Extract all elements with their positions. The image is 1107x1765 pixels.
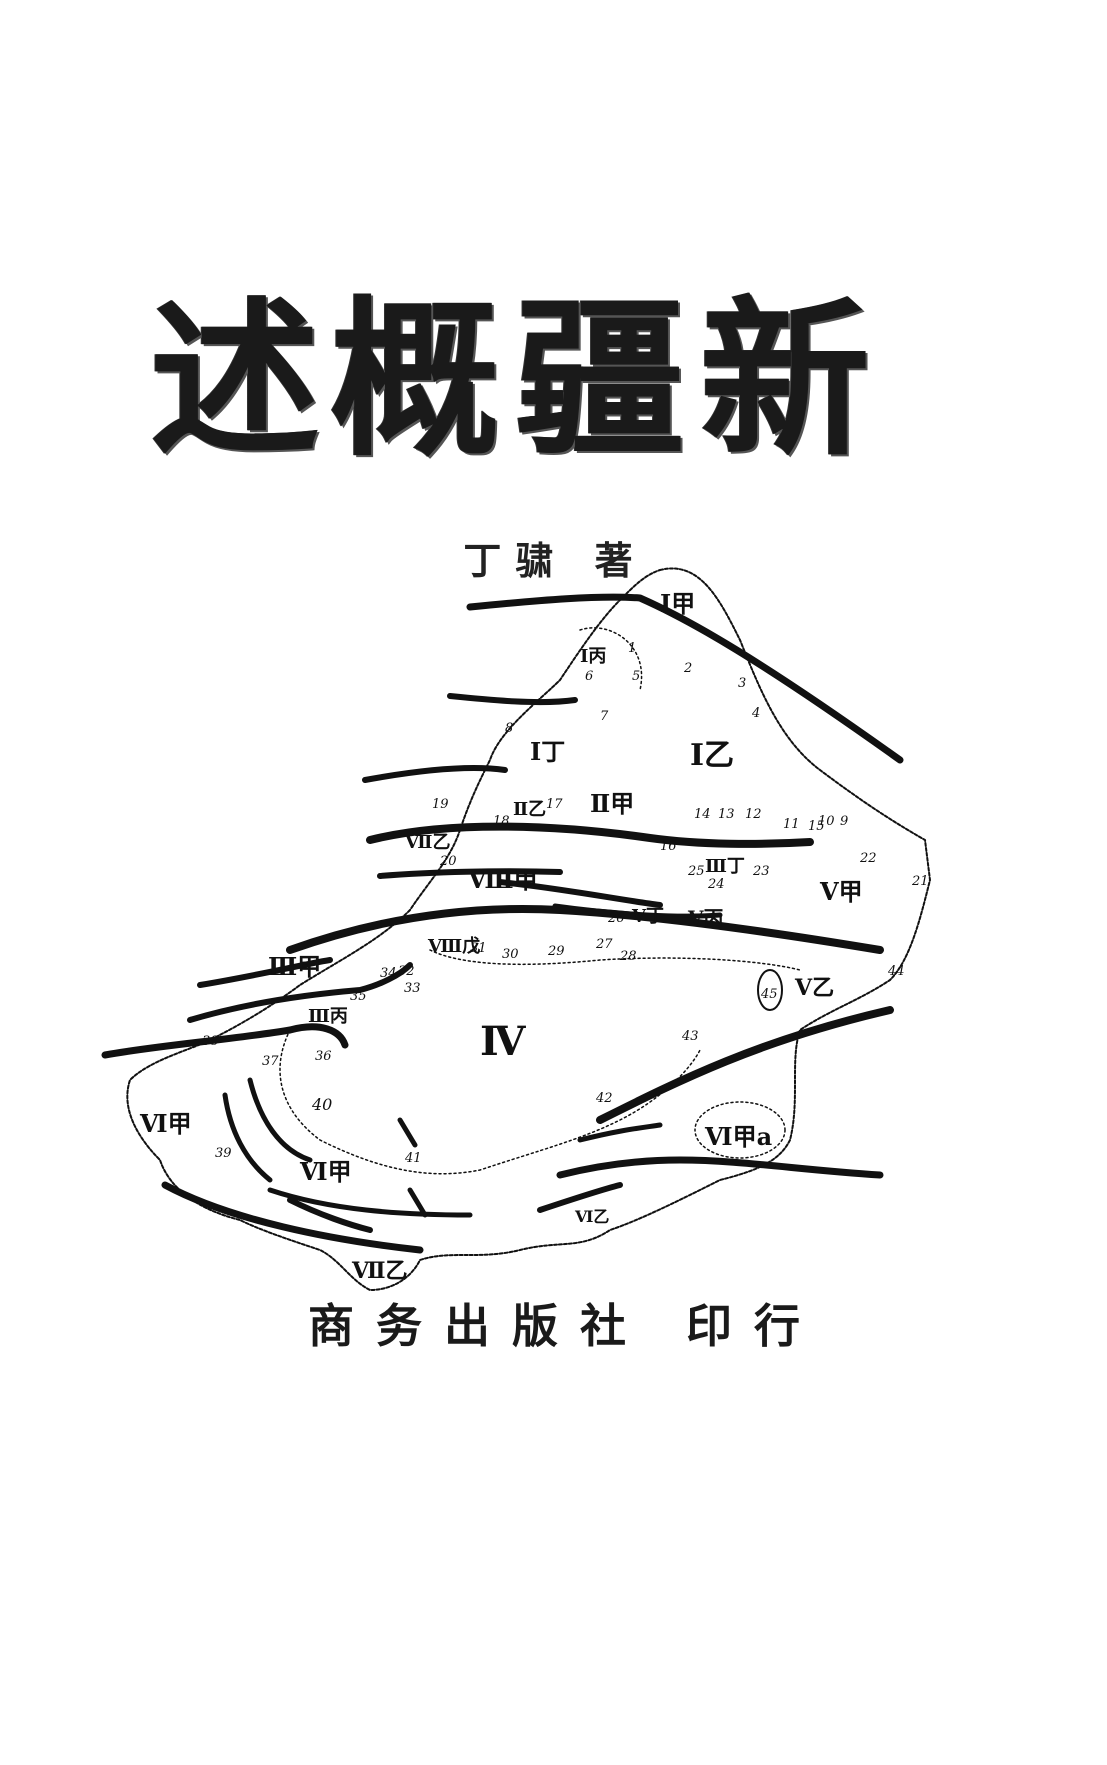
title-char-1: 新 — [700, 280, 871, 480]
station-number: 13 — [718, 807, 735, 822]
station-number: 2 — [683, 661, 692, 676]
station-number: 7 — [600, 709, 609, 724]
station-number: 30 — [502, 947, 519, 962]
station-number: 6 — [585, 669, 593, 684]
station-number: 10 — [818, 814, 835, 829]
station-number: 19 — [432, 797, 449, 812]
station-number: 35 — [350, 989, 367, 1004]
station-number: 9 — [840, 814, 848, 829]
station-number: 21 — [911, 874, 929, 889]
station-number: 15 — [808, 819, 825, 834]
station-number: 1 — [628, 641, 636, 656]
region-label: Ⅷ甲 — [467, 865, 538, 894]
region-label: Ⅶ乙 — [404, 832, 450, 853]
station-number: 25 — [687, 864, 705, 879]
region-label: Ⅵ甲 — [299, 1157, 352, 1186]
station-number: 27 — [595, 937, 613, 952]
station-number: 32 — [398, 964, 415, 979]
region-label: Ⅰ甲 — [660, 589, 695, 618]
station-number: 43 — [681, 1029, 699, 1044]
region-label: Ⅳ — [480, 1018, 526, 1065]
station-number: 37 — [262, 1054, 279, 1069]
station-number: 36 — [315, 1049, 332, 1064]
station-number: 41 — [404, 1151, 422, 1166]
station-number: 11 — [783, 817, 800, 832]
station-number: 12 — [745, 807, 762, 822]
station-number: 34 — [380, 966, 397, 981]
region-label: Ⅶ乙 — [351, 1258, 408, 1284]
station-number: 17 — [546, 797, 563, 812]
station-number: 14 — [694, 807, 711, 822]
station-number: 16 — [660, 839, 677, 854]
station-number: 40 — [311, 1095, 332, 1114]
station-number: 8 — [505, 721, 513, 736]
region-label: Ⅲ丙 — [308, 1006, 348, 1027]
region-label: Ⅵ甲a — [704, 1122, 772, 1151]
title-char-2: 疆 — [515, 280, 686, 480]
station-number: 44 — [887, 964, 905, 979]
station-number: 28 — [619, 949, 637, 964]
region-label: Ⅵ乙 — [574, 1207, 609, 1226]
station-number: 33 — [404, 981, 421, 996]
station-number: 39 — [215, 1146, 232, 1161]
title-char-4: 述 — [150, 280, 321, 480]
region-label: Ⅱ乙 — [513, 799, 546, 820]
station-number: 24 — [707, 877, 725, 892]
station-number: 45 — [760, 987, 778, 1002]
station-number: 22 — [859, 851, 877, 866]
station-number: 4 — [751, 706, 760, 721]
station-number: 42 — [595, 1091, 613, 1106]
region-label: Ⅷ戊 — [427, 936, 480, 957]
region-label: Ⅰ丁 — [530, 737, 565, 766]
region-label: Ⅲ丁 — [705, 856, 745, 877]
region-label: Ⅴ甲 — [819, 877, 863, 906]
region-label: Ⅴ丙 — [687, 906, 724, 930]
station-number: 29 — [547, 944, 565, 959]
title-char-3: 概 — [330, 280, 501, 480]
station-number: 5 — [632, 669, 640, 684]
station-number: 31 — [470, 941, 487, 956]
station-number: 26 — [607, 911, 625, 926]
region-label: Ⅰ丙 — [580, 646, 606, 667]
author-line: 丁骕 著 — [463, 538, 647, 583]
publisher-line: 商务出版社 印行 — [307, 1299, 822, 1353]
region-label: Ⅲ甲 — [268, 952, 321, 981]
region-label: Ⅴ乙 — [794, 975, 834, 1001]
station-number: 38 — [202, 1034, 219, 1049]
region-label: Ⅰ乙 — [690, 738, 734, 773]
region-label: Ⅵ甲 — [139, 1109, 192, 1138]
station-number: 20 — [439, 854, 457, 869]
station-number: 3 — [738, 676, 746, 691]
region-label: Ⅱ甲 — [590, 789, 634, 818]
station-number: 18 — [493, 814, 510, 829]
region-label: Ⅴ丁 — [631, 906, 664, 927]
station-number: 23 — [752, 864, 770, 879]
